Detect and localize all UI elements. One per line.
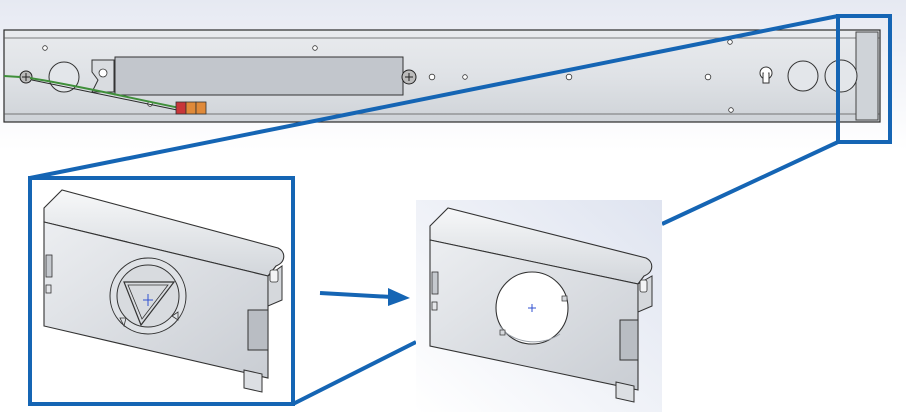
keyhole-slot: [759, 66, 773, 84]
housing-end-cap: [855, 31, 879, 121]
ground-screw: [19, 70, 33, 84]
knockout-right-1: [787, 60, 819, 92]
callout-detail-box: [28, 176, 295, 406]
open-hole: [495, 271, 569, 345]
mounting-holes: [42, 39, 734, 113]
fixture-housing: [0, 0, 906, 150]
after-clip: [619, 319, 639, 361]
right-arrow-icon: [319, 288, 410, 306]
callout-line-lower: [292, 340, 417, 406]
ground-wire: [3, 75, 183, 112]
ballast-screw: [401, 69, 417, 85]
ballast-box: [114, 56, 404, 96]
callout-line-right: [661, 140, 839, 226]
end-cover-after: [416, 200, 662, 412]
knockout-left: [48, 61, 80, 93]
callout-source-box: [836, 14, 892, 144]
end-cover-before: [34, 182, 289, 400]
cover-clip: [247, 309, 269, 351]
callout-line-upper: [29, 14, 839, 180]
callout: [28, 14, 892, 406]
knockout-symbol-icon: [109, 257, 187, 335]
knockout-right-2: [824, 59, 858, 93]
wire-connector: [175, 101, 207, 115]
